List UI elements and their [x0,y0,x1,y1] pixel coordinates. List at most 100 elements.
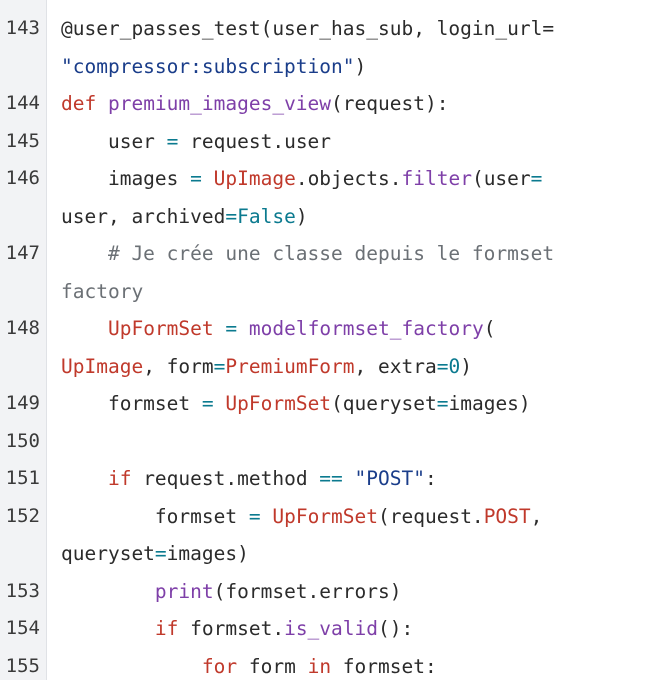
code-line[interactable]: for form in formset: [61,648,650,685]
line-number: 152 [0,498,40,536]
code-token: UpImage [61,355,143,378]
code-line[interactable]: user, archived=False) [61,198,650,236]
code-token [214,392,226,415]
code-token: in [308,655,331,678]
code-token: filter [402,167,472,190]
code-token [261,505,273,528]
code-token: , [531,505,543,528]
code-token [343,467,355,490]
code-token: ) [296,205,308,228]
code-token: formset. [178,617,284,640]
code-token: images) [448,392,530,415]
code-token: user [61,130,167,153]
code-token [61,580,155,603]
code-token: = [214,355,226,378]
code-line[interactable]: def premium_images_view(request): [61,85,650,123]
code-token [61,617,155,640]
code-token: = [531,167,543,190]
code-token: (): [378,617,413,640]
code-token: = [167,130,179,153]
code-token: request.method [131,467,319,490]
code-token: formset [61,505,249,528]
code-line[interactable]: formset = UpFormSet(queryset=images) [61,385,650,423]
code-token: premium_images_view [108,92,331,115]
code-line[interactable]: formset = UpFormSet(request.POST, [61,498,650,536]
line-number: 155 [0,648,40,685]
code-token: images [61,167,190,190]
code-line[interactable]: print(formset.errors) [61,573,650,611]
code-token [61,655,202,678]
code-line[interactable]: UpFormSet = modelformset_factory( [61,310,650,348]
code-token: for [202,655,237,678]
code-token: user, archived [61,205,225,228]
code-line[interactable]: UpImage, form=PremiumForm, extra=0) [61,348,650,386]
code-token [214,317,226,340]
code-token: (user [472,167,531,190]
line-number: 149 [0,385,40,423]
code-token: , form [143,355,213,378]
code-token: "POST" [355,467,425,490]
line-number: 145 [0,123,40,161]
code-token: = [249,505,261,528]
code-token: request.user [178,130,331,153]
code-token [237,317,249,340]
code-token: = [225,317,237,340]
code-token: print [155,580,214,603]
code-token: = [155,542,167,565]
code-line[interactable]: # Je crée une classe depuis le formset [61,235,650,273]
code-token: images) [167,542,249,565]
code-token: ) [460,355,472,378]
code-token: UpFormSet [225,392,331,415]
code-token: (request): [331,92,448,115]
code-token: if [108,467,131,490]
code-token: PremiumForm [225,355,354,378]
line-number: 147 [0,235,40,273]
code-token: queryset [61,542,155,565]
code-token [61,467,108,490]
code-token: = [225,205,237,228]
code-token: ( [484,317,496,340]
code-line[interactable]: images = UpImage.objects.filter(user= [61,160,650,198]
code-line[interactable]: @user_passes_test(user_has_sub, login_ur… [61,10,650,48]
line-number: 143 [0,10,40,48]
code-token: formset [61,392,202,415]
line-number: 144 [0,85,40,123]
code-token: (request. [378,505,484,528]
code-token: (queryset [331,392,437,415]
code-token: = [190,167,202,190]
code-line[interactable]: if request.method == "POST": [61,460,650,498]
line-number: 146 [0,160,40,198]
code-token: is_valid [284,617,378,640]
code-token: UpFormSet [272,505,378,528]
code-token: , extra [355,355,437,378]
code-token: UpImage [214,167,296,190]
code-token: def [61,92,108,115]
code-token: # Je crée une classe depuis le formset [61,242,554,265]
code-token: : [425,467,437,490]
code-line[interactable]: "compressor:subscription") [61,48,650,86]
code-token [202,167,214,190]
code-token: == [319,467,342,490]
code-token: POST [484,505,531,528]
code-token: False [237,205,296,228]
line-number: 148 [0,310,40,348]
code-token: .objects. [296,167,402,190]
code-token: @user_passes_test(user_has_sub, login_ur… [61,17,554,40]
line-number: 151 [0,460,40,498]
code-token: formset: [331,655,437,678]
code-token: 0 [448,355,460,378]
code-line[interactable]: queryset=images) [61,535,650,573]
code-token: modelformset_factory [249,317,484,340]
code-area[interactable]: @user_passes_test(user_has_sub, login_ur… [47,0,650,680]
code-token: = [202,392,214,415]
code-token: form [237,655,307,678]
line-number: 153 [0,573,40,611]
code-line[interactable]: factory [61,273,650,311]
code-token: factory [61,280,143,303]
code-line[interactable]: user = request.user [61,123,650,161]
code-token [61,317,108,340]
code-line[interactable]: if formset.is_valid(): [61,610,650,648]
code-token: ) [355,55,367,78]
